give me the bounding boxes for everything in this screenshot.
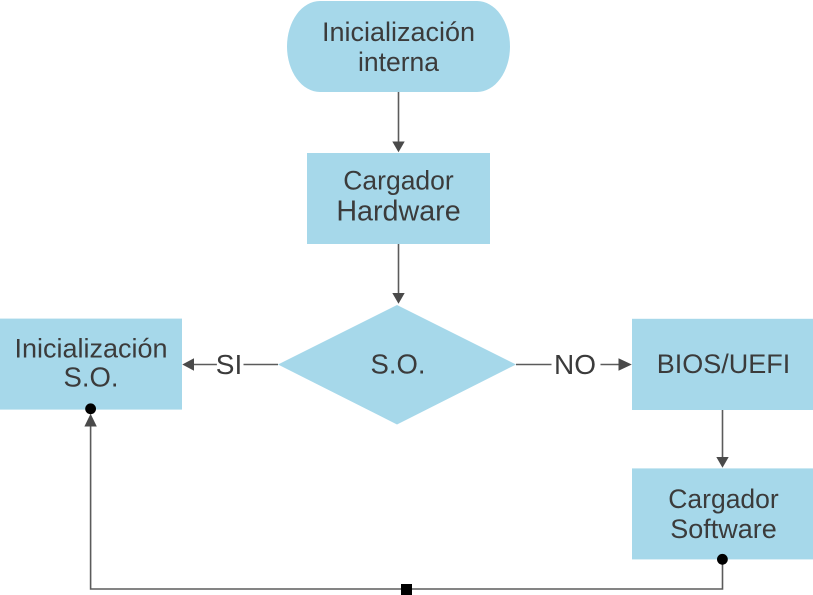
svg-text:Software: Software: [670, 514, 777, 544]
svg-text:Cargador: Cargador: [343, 166, 454, 196]
svg-text:Cargador: Cargador: [668, 484, 779, 514]
svg-text:Inicialización: Inicialización: [322, 17, 475, 47]
svg-text:Hardware: Hardware: [336, 196, 460, 228]
svg-text:BIOS/UEFI: BIOS/UEFI: [657, 349, 791, 379]
svg-text:NO: NO: [554, 349, 596, 380]
svg-text:SI: SI: [216, 349, 242, 380]
svg-text:interna: interna: [358, 47, 439, 77]
svg-text:Inicialización: Inicialización: [14, 334, 167, 364]
svg-text:S.O.: S.O.: [370, 349, 425, 380]
svg-text:S.O.: S.O.: [63, 362, 118, 393]
